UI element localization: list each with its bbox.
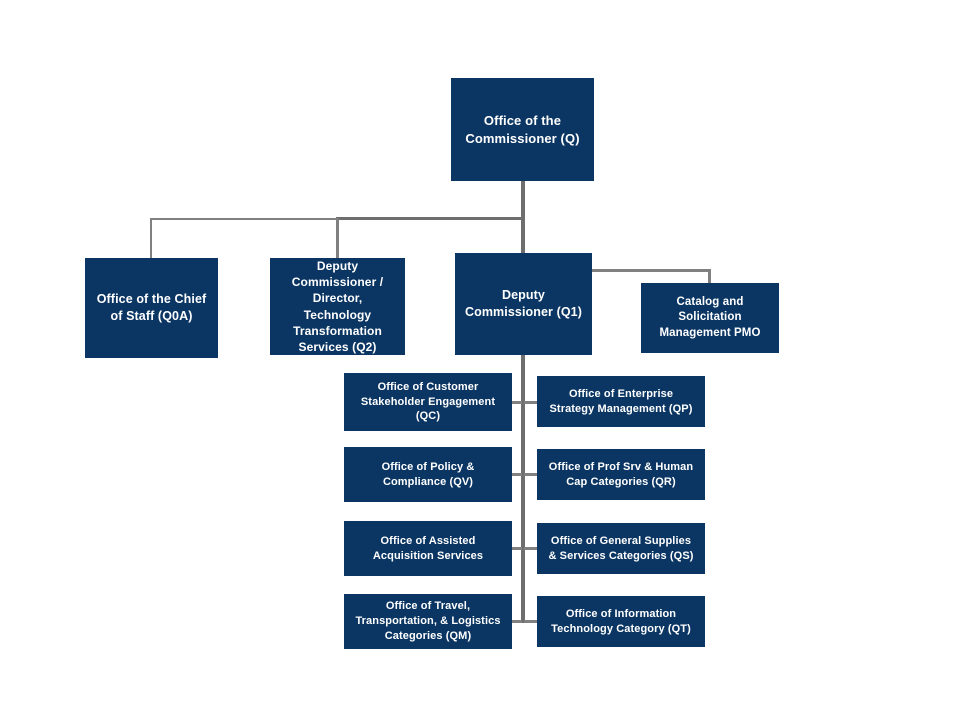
node-office-of-the-chief-of-staff[interactable]: Office of the Chief of Staff (Q0A) — [85, 258, 218, 358]
node-office-of-the-commissioner[interactable]: Office of the Commissioner (Q) — [451, 78, 594, 181]
node-office-of-enterprise-strategy-management[interactable]: Office of Enterprise Strategy Management… — [537, 376, 705, 427]
node-office-of-customer-stakeholder-engagement[interactable]: Office of Customer Stakeholder Engagemen… — [344, 373, 512, 431]
node-label: Office of the Commissioner (Q) — [465, 112, 580, 146]
connector-catalog-pmo-horizontal — [592, 269, 711, 272]
connector-stub-qs — [524, 547, 538, 550]
node-deputy-commissioner-director-tts[interactable]: Deputy Commissioner / Director, Technolo… — [270, 258, 405, 355]
node-office-of-information-technology-category[interactable]: Office of Information Technology Categor… — [537, 596, 705, 647]
node-office-of-assisted-acquisition-services[interactable]: Office of Assisted Acquisition Services — [344, 521, 512, 576]
node-label: Deputy Commissioner / Director, Technolo… — [291, 258, 384, 354]
connector-catalog-pmo-vertical — [708, 269, 711, 285]
node-catalog-and-solicitation-management-pmo[interactable]: Catalog and Solicitation Management PMO — [641, 283, 779, 353]
node-deputy-commissioner[interactable]: Deputy Commissioner (Q1) — [455, 253, 592, 355]
node-label: Office of Travel, Transportation, & Logi… — [355, 600, 501, 642]
connector-stub-qt — [524, 620, 538, 623]
node-label: Office of Information Technology Categor… — [551, 607, 691, 635]
node-office-of-policy-and-compliance[interactable]: Office of Policy & Compliance (QV) — [344, 447, 512, 502]
connector-bus-right — [336, 217, 524, 220]
node-label: Office of the Chief of Staff (Q0A) — [96, 292, 207, 323]
node-label: Office of Enterprise Strategy Management… — [549, 387, 693, 415]
connector-stub-qr — [524, 473, 538, 476]
node-label: Office of General Supplies & Services Ca… — [548, 534, 694, 562]
connector-drop-deputy-tts — [336, 218, 339, 259]
node-label: Office of Prof Srv & Human Cap Categorie… — [548, 460, 694, 488]
node-office-of-travel-transportation-and-logistics-categories[interactable]: Office of Travel, Transportation, & Logi… — [344, 594, 512, 649]
connector-stub-qm — [512, 620, 522, 623]
connector-drop-chief-of-staff — [150, 218, 152, 259]
node-office-of-general-supplies-and-services-categories[interactable]: Office of General Supplies & Services Ca… — [537, 523, 705, 574]
connector-bus-left — [150, 218, 338, 220]
node-office-of-prof-srv-and-human-cap-categories[interactable]: Office of Prof Srv & Human Cap Categorie… — [537, 449, 705, 500]
connector-stub-qc — [512, 401, 522, 404]
node-label: Office of Customer Stakeholder Engagemen… — [360, 380, 496, 423]
node-label: Deputy Commissioner (Q1) — [464, 288, 582, 319]
connector-stub-qp — [524, 401, 538, 404]
connector-suboffice-trunk — [521, 355, 525, 623]
connector-stub-qv — [512, 473, 522, 476]
node-label: Office of Policy & Compliance (QV) — [381, 460, 475, 488]
node-label: Catalog and Solicitation Management PMO — [659, 295, 761, 339]
connector-stub-assisted-acquisition — [512, 547, 522, 550]
node-label: Office of Assisted Acquisition Services — [372, 534, 484, 562]
connector-commissioner-trunk — [521, 181, 525, 220]
connector-drop-deputy-commissioner — [521, 218, 525, 255]
